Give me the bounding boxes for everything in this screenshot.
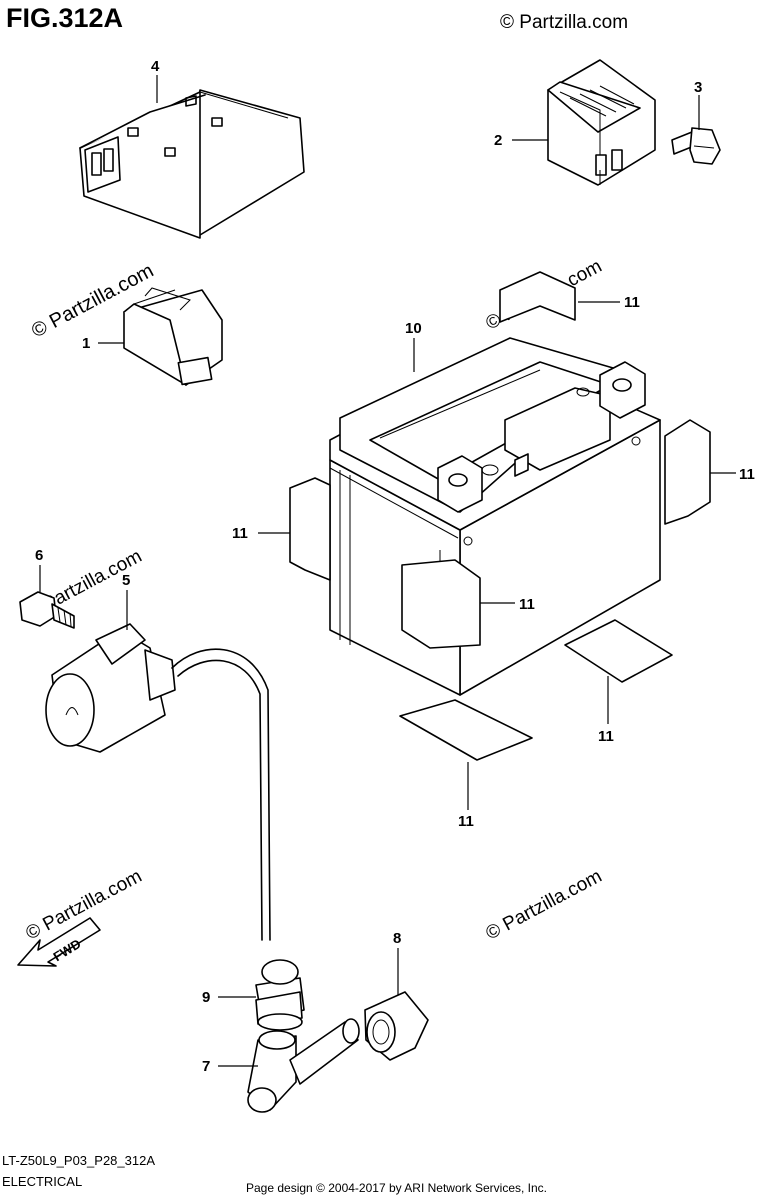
callout-7[interactable]: 7 <box>202 1058 210 1075</box>
leader-lines <box>39 75 736 1067</box>
callout-3[interactable]: 3 <box>694 79 702 96</box>
copyright-credit: Page design © 2004-2017 by ARI Network S… <box>246 1181 547 1195</box>
part-7-plug-cap[interactable] <box>247 1018 360 1113</box>
section-label: ELECTRICAL <box>2 1174 82 1189</box>
callout-4[interactable]: 4 <box>151 58 160 75</box>
part-1-relay[interactable] <box>123 287 223 386</box>
callout-10[interactable]: 10 <box>405 320 422 337</box>
part-11-pads[interactable] <box>289 271 711 761</box>
callout-11-right[interactable]: 11 <box>739 466 755 483</box>
callout-11-top[interactable]: 11 <box>624 294 640 311</box>
diagram-code: LT-Z50L9_P03_P28_312A <box>2 1153 155 1168</box>
watermark-text: © Partzilla.com <box>482 866 605 945</box>
callout-11-bottom-right[interactable]: 11 <box>598 728 614 745</box>
part-8-plug-boot[interactable] <box>364 991 429 1061</box>
callout-1[interactable]: 1 <box>82 335 90 352</box>
part-4-cdi-unit[interactable] <box>79 89 305 239</box>
callout-2[interactable]: 2 <box>494 132 502 149</box>
watermark-text: © Partzilla.com <box>500 12 628 33</box>
part-5-ignition-coil[interactable] <box>45 623 271 941</box>
callout-11-left[interactable]: 11 <box>232 525 248 542</box>
arrow-left-down-icon <box>17 917 101 967</box>
callout-9[interactable]: 9 <box>202 989 210 1006</box>
figure-title: FIG.312A <box>6 3 123 33</box>
callouts: 4 2 3 1 10 11 11 11 11 11 11 6 5 8 9 7 <box>35 58 755 1075</box>
callout-5[interactable]: 5 <box>122 572 130 589</box>
callout-6[interactable]: 6 <box>35 547 43 564</box>
callout-11-bottom[interactable]: 11 <box>458 813 474 830</box>
part-9-grommet[interactable] <box>255 959 305 1031</box>
callout-8[interactable]: 8 <box>393 930 401 947</box>
callout-11-front[interactable]: 11 <box>519 596 535 613</box>
part-3-bolt[interactable] <box>671 127 721 165</box>
part-2-regulator-rectifier[interactable] <box>547 59 656 186</box>
part-6-bolt[interactable] <box>19 591 75 629</box>
